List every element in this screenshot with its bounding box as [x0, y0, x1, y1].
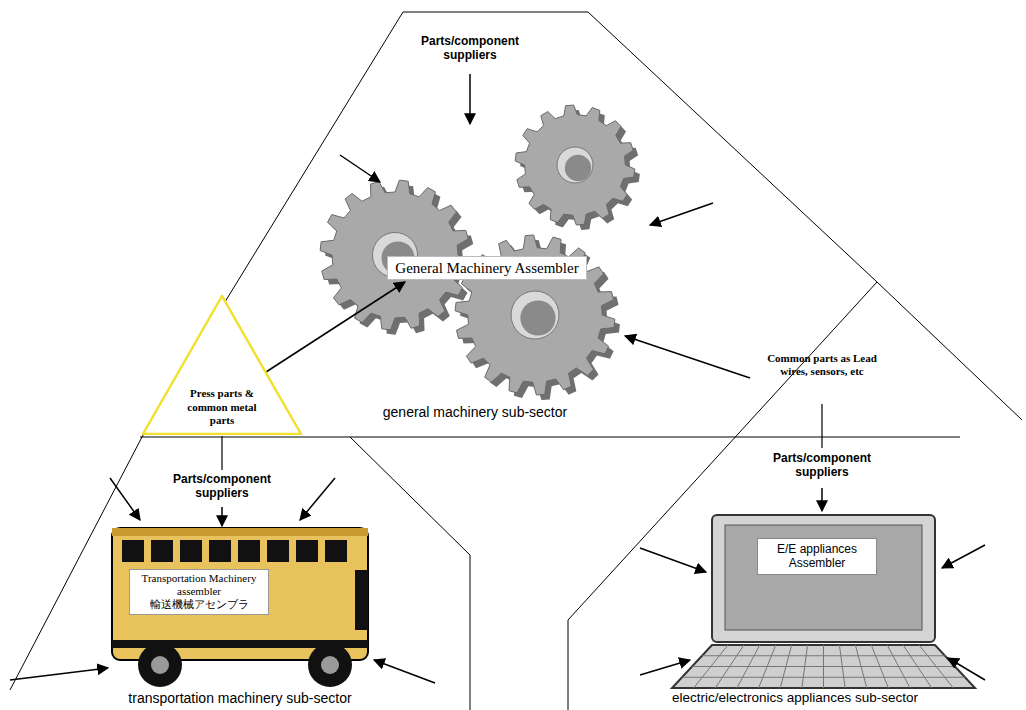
computer-illustration-part-part — [839, 645, 845, 688]
node-text: Press parts & common metal parts — [176, 387, 268, 427]
node-text: 輸送機械アセンブラ — [135, 598, 263, 611]
bus-illustration-part-part — [267, 540, 289, 562]
flow-arrow-part — [650, 203, 713, 225]
bus-illustration-part-part — [209, 540, 231, 562]
bus-illustration-part — [321, 656, 339, 674]
assembler-box: E/E appliances Assembler — [757, 538, 877, 575]
flow-arrow-part — [640, 660, 690, 675]
sector-outline-part — [10, 12, 403, 690]
bus-illustration-part-part — [296, 540, 318, 562]
bus-illustration-part — [355, 570, 368, 630]
bus-illustration — [112, 528, 368, 687]
flow-arrow-part — [10, 668, 108, 680]
connector-arrow — [266, 282, 405, 372]
leader-line — [222, 404, 822, 470]
computer-illustration-part — [712, 515, 935, 642]
gear-illustration-part — [320, 180, 470, 330]
bus-illustration-part — [308, 643, 352, 687]
computer-illustration-part-part — [780, 645, 791, 688]
flow-arrow-part — [625, 336, 750, 378]
sector-label: transportation machinery sub-sector — [80, 690, 400, 707]
computer-illustration-part — [725, 525, 922, 630]
sector-outline-part — [140, 437, 960, 438]
flow-arrow-part — [110, 478, 140, 520]
node-text: General Machinery Assembler — [394, 259, 580, 277]
gear-illustration-part — [515, 105, 635, 225]
bus-illustration-part-part — [151, 540, 173, 562]
sector-label: general machinery sub-sector — [325, 404, 625, 421]
note-label: Common parts as Lead wires, sensors, etc — [758, 352, 886, 378]
supplier-label: Parts/component suppliers — [157, 472, 287, 501]
flow-arrow-part — [948, 658, 985, 680]
computer-illustration-part-part — [887, 645, 910, 688]
computer-illustration-part-part — [759, 645, 776, 688]
bus-illustration-part — [138, 643, 182, 687]
bus-illustration-part-part — [122, 540, 144, 562]
flow-arrow-part — [374, 660, 435, 683]
leader-line-part — [221, 436, 222, 470]
assembler-box: Transportation Machinery assembler輸送機械アセ… — [129, 569, 269, 615]
bus-illustration-part-part — [325, 540, 347, 562]
flow-arrow — [10, 74, 985, 683]
computer-illustration-part-part — [855, 645, 866, 688]
computer-illustration-part — [672, 645, 975, 688]
bus-illustration-part — [112, 528, 368, 536]
bus-illustration-part-part — [180, 540, 202, 562]
flow-arrow-part — [221, 507, 223, 526]
gear-illustration — [320, 105, 640, 400]
sector-outline — [10, 12, 1022, 710]
computer-illustration-part-part — [694, 645, 728, 688]
flow-arrow-part — [469, 74, 471, 124]
computer-illustration-part — [682, 645, 965, 688]
sector-outline-part — [350, 437, 470, 710]
node-text: Transportation Machinery assembler — [135, 572, 263, 598]
flow-arrow-part — [340, 155, 380, 182]
bus-illustration-part — [112, 528, 368, 660]
gear-illustration-part — [511, 291, 559, 339]
supplier-label: Parts/component suppliers — [405, 34, 535, 63]
gear-illustration-part — [565, 155, 591, 181]
bus-illustration-part-part — [238, 540, 260, 562]
flow-arrow-part — [640, 548, 706, 572]
computer-illustration-part-part — [903, 645, 932, 688]
sector-label: electric/electronics appliances sub-sect… — [630, 690, 960, 706]
flow-arrow-part — [300, 478, 335, 520]
leader-line-part — [821, 404, 822, 448]
computer-illustration-part-part — [737, 645, 760, 688]
computer-illustration-part-part — [802, 645, 808, 688]
computer-illustration-part-part — [823, 645, 824, 688]
gear-illustration-part — [520, 300, 555, 335]
computer-illustration — [672, 515, 975, 688]
bus-illustration-part — [151, 656, 169, 674]
computer-illustration-part-part — [919, 645, 953, 688]
assembler-box: General Machinery Assembler — [387, 256, 587, 280]
gear-illustration-part — [557, 147, 593, 183]
node-text: E/E appliances Assembler — [764, 542, 870, 571]
flow-arrow-part — [942, 545, 985, 568]
parts-triangle: Press parts & common metal parts — [142, 295, 302, 435]
flow-arrow-part — [821, 488, 823, 511]
computer-illustration-part-part — [871, 645, 888, 688]
computer-illustration-part-part — [715, 645, 744, 688]
bus-illustration-part — [122, 540, 347, 562]
supplier-label: Parts/component suppliers — [757, 451, 887, 480]
triangle-outline — [143, 296, 301, 434]
sector-outline-part — [588, 12, 1022, 420]
sector-outline-part — [403, 12, 588, 13]
